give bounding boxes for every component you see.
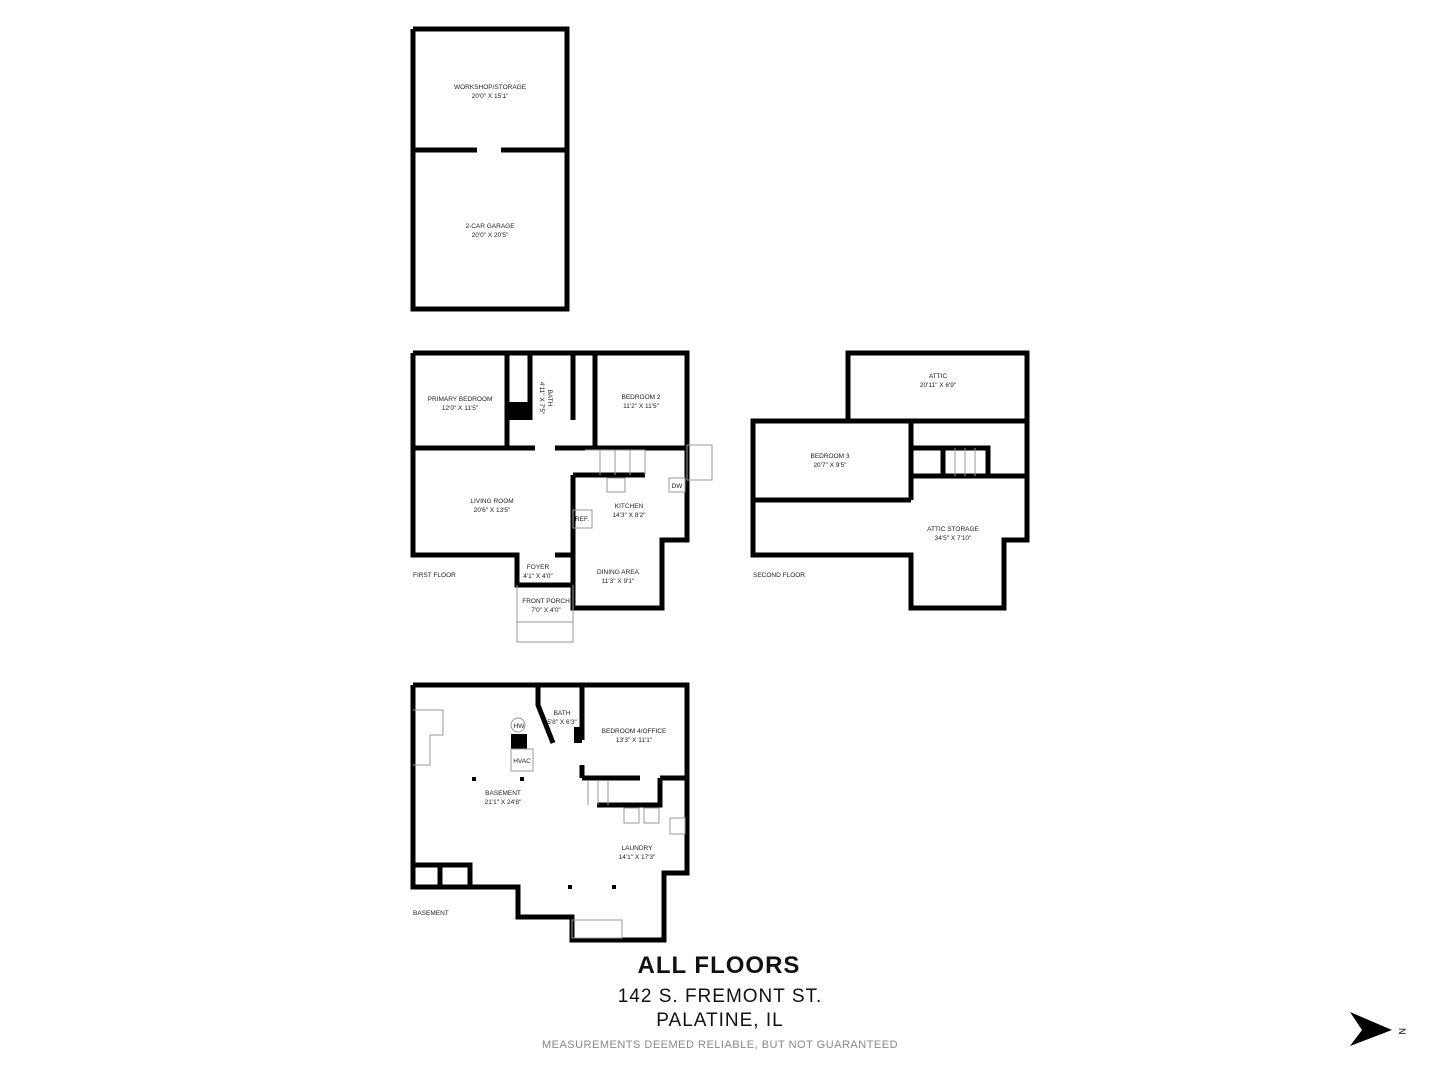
- room-name: LAUNDRY: [622, 845, 654, 852]
- basement-plan: HW HVAC BATH 5'8" X 6'3" BEDROOM 4/OFFIC…: [410, 682, 690, 943]
- disclaimer: MEASUREMENTS DEEMED RELIABLE, BUT NOT GU…: [541, 1039, 899, 1051]
- room-name: 2-CAR GARAGE: [465, 223, 515, 230]
- north-label: N: [1397, 1028, 1407, 1035]
- room-dims: 14'3" X 8'2": [612, 512, 646, 519]
- room-dims: 7'0" X 4'0": [531, 607, 561, 614]
- room-dims: 12'0" X 11'5": [442, 405, 479, 412]
- room-name: BASEMENT: [485, 790, 521, 797]
- room-dims: 20'11" X 6'9": [920, 382, 957, 389]
- hvac-label: HVAC: [513, 758, 531, 765]
- water-heater-label: HW: [514, 723, 526, 730]
- room-name: WORKSHOP/STORAGE: [454, 84, 527, 91]
- room-dims: 14'1" X 17'3": [619, 854, 656, 861]
- room-dims: 20'7" X 9'5": [813, 462, 847, 469]
- room-name: FOYER: [527, 564, 550, 571]
- room-name: KITCHEN: [615, 503, 644, 510]
- first-floor-plan: PRIMARY BEDROOM 12'0" X 11'5" BATH 4'11"…: [410, 350, 713, 643]
- room-name: ATTIC: [929, 373, 948, 380]
- address-line-1: 142 S. FREMONT ST.: [617, 986, 823, 1007]
- room-dims: 21'1" X 24'8": [485, 799, 522, 806]
- room-dims: 20'0" X 20'5": [472, 232, 509, 239]
- room-name: BEDROOM 3: [810, 453, 849, 460]
- room-name: LIVING ROOM: [470, 498, 513, 505]
- room-dims: 5'8" X 6'3": [547, 719, 577, 726]
- room-name: DINING AREA: [597, 569, 640, 576]
- room-dims: 20'0" X 15'1": [472, 93, 509, 100]
- room-dims: 11'2" X 11'5": [623, 403, 659, 410]
- room-name: FRONT PORCH: [522, 598, 570, 605]
- floor-label: BASEMENT: [413, 910, 449, 917]
- room-dims: 11'3" X 9'1": [602, 578, 635, 585]
- room-name: BEDROOM 2: [621, 394, 660, 401]
- north-arrow-icon: N: [1350, 1012, 1407, 1046]
- refrigerator-label: REF.: [575, 516, 589, 523]
- address-line-2: PALATINE, IL: [656, 1010, 784, 1031]
- dishwasher-label: DW: [672, 483, 684, 490]
- room-name: ATTIC STORAGE: [927, 526, 979, 533]
- room-dims: 4'1" X 4'0": [523, 573, 553, 580]
- room-name: PRIMARY BEDROOM: [428, 396, 493, 403]
- room-dims: 34'5" X 7'10": [935, 535, 972, 542]
- room-dims: 20'6" X 13'5": [474, 507, 511, 514]
- second-floor-plan: ATTIC 20'11" X 6'9" BEDROOM 3 20'7" X 9'…: [750, 350, 1030, 611]
- room-dims: 4'11" X 7'5": [538, 382, 545, 415]
- floor-label: SECOND FLOOR: [753, 572, 805, 579]
- garage-plan: WORKSHOP/STORAGE 20'0" X 15'1" 2-CAR GAR…: [410, 26, 570, 312]
- floor-label: FIRST FLOOR: [413, 572, 456, 579]
- room-name: BATH: [546, 390, 553, 407]
- room-name: BATH: [554, 710, 571, 717]
- room-dims: 13'3" X 11'1": [616, 737, 653, 744]
- room-name: BEDROOM 4/OFFICE: [602, 728, 667, 735]
- plan-title: ALL FLOORS: [637, 952, 801, 979]
